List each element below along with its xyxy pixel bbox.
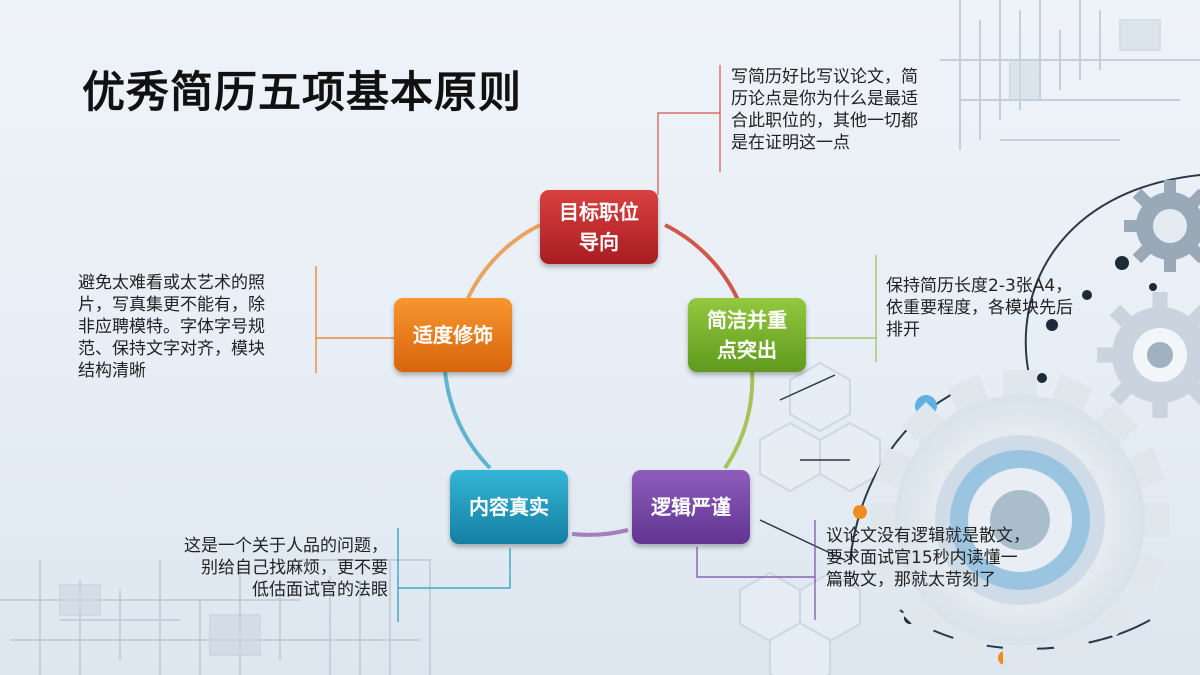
principle-node-target-position: 目标职位 导向	[540, 190, 658, 264]
connector-4	[398, 548, 511, 589]
node-label-line: 逻辑严谨	[651, 495, 731, 519]
note-line: 避免太难看或太艺术的照	[78, 273, 265, 293]
principle-node-truthful: 内容真实	[450, 470, 568, 544]
connector-1	[657, 112, 720, 195]
note-line: 结构清晰	[78, 361, 146, 381]
node-label-line: 目标职位	[559, 200, 639, 224]
principle-node-logical: 逻辑严谨	[632, 470, 750, 544]
node-label-line: 简洁并重	[707, 308, 787, 332]
note-line: 要求面试官15秒内读懂一	[826, 548, 1018, 568]
note-line: 片，写真集更不能有，除	[78, 295, 265, 315]
note-line: 这是一个关于人品的问题，	[184, 536, 388, 556]
ring-arc-5	[466, 223, 541, 299]
node-label-line: 适度修饰	[413, 323, 493, 347]
principle-note-truthful: 这是一个关于人品的问题， 别给自己找麻烦，更不要 低估面试官的法眼	[184, 535, 388, 601]
node-label-line: 内容真实	[469, 495, 549, 519]
ring-arc-4	[443, 369, 492, 470]
note-line: 议论文没有逻辑就是散文，	[826, 526, 1030, 546]
note-line: 低估面试官的法眼	[252, 580, 388, 600]
connector-3	[696, 547, 815, 578]
node-label-line: 点突出	[717, 338, 777, 362]
principle-note-logical: 议论文没有逻辑就是散文， 要求面试官15秒内读懂一 篇散文，那就太苛刻了	[826, 525, 1030, 591]
ring-arc-1	[664, 223, 740, 301]
note-line: 依重要程度，各模块先后	[886, 298, 1073, 318]
note-line: 历论点是你为什么是最适	[731, 89, 918, 109]
ring-arc-3	[571, 528, 629, 537]
note-line: 别给自己找麻烦，更不要	[201, 558, 388, 578]
note-line: 保持简历长度2-3张A4，	[886, 276, 1073, 296]
page-title: 优秀简历五项基本原则	[82, 68, 522, 118]
note-line: 非应聘模特。字体字号规	[78, 317, 265, 337]
principle-note-target-position: 写简历好比写议论文，简 历论点是你为什么是最适 合此职位的，其他一切都 是在证明…	[731, 66, 918, 154]
principle-note-moderate-decoration: 避免太难看或太艺术的照 片，写真集更不能有，除 非应聘模特。字体字号规 范、保持…	[78, 272, 265, 382]
note-line: 范、保持文字对齐，模块	[78, 339, 265, 359]
note-line: 是在证明这一点	[731, 133, 850, 153]
principle-note-concise: 保持简历长度2-3张A4， 依重要程度，各模块先后 排开	[886, 275, 1073, 341]
note-line: 篇散文，那就太苛刻了	[826, 570, 996, 590]
note-line: 排开	[886, 320, 920, 340]
note-line: 写简历好比写议论文，简	[731, 67, 918, 87]
ring-arc-2	[723, 369, 755, 470]
note-line: 合此职位的，其他一切都	[731, 111, 918, 131]
node-label-line: 导向	[579, 230, 619, 254]
principle-node-moderate-decoration: 适度修饰	[394, 298, 512, 372]
principle-node-concise: 简洁并重 点突出	[688, 298, 806, 372]
